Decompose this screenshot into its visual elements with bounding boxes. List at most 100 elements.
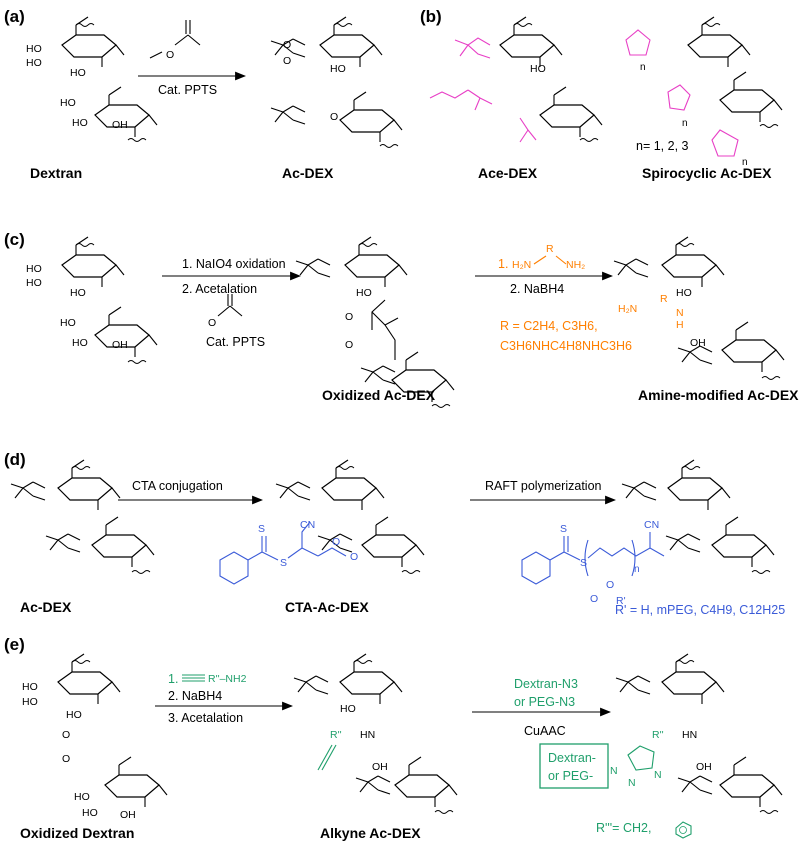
svg-text:OH: OH bbox=[690, 337, 706, 349]
svg-text:O: O bbox=[590, 593, 598, 605]
isopropenyl-methyl-ether-c: O bbox=[208, 294, 243, 329]
condition-cuaac: CuAAC bbox=[524, 724, 566, 738]
svg-text:n: n bbox=[640, 62, 646, 73]
alkyne-amine-reagent: 1. R''–NH2 bbox=[168, 672, 247, 686]
svg-text:H: H bbox=[676, 319, 684, 331]
svg-text:1.: 1. bbox=[168, 672, 178, 686]
azide-reagent-1: Dextran-N3 bbox=[514, 677, 578, 691]
svg-text:O: O bbox=[345, 339, 353, 351]
compound-name-oxidized-ac-dex: Oxidized Ac-DEX bbox=[322, 387, 436, 403]
svg-text:OH: OH bbox=[112, 119, 128, 131]
r-triple-prime-definition: R'''= CH2, bbox=[596, 821, 651, 835]
svg-text:O: O bbox=[62, 729, 70, 741]
svg-text:N: N bbox=[610, 765, 618, 777]
svg-text:S: S bbox=[258, 523, 265, 535]
compound-name-ace-dex: Ace-DEX bbox=[478, 165, 538, 181]
compound-name-acdex-d: Ac-DEX bbox=[20, 599, 72, 615]
panel-label-a: (a) bbox=[4, 7, 25, 26]
compound-name-acdex-a: Ac-DEX bbox=[282, 165, 334, 181]
svg-text:S: S bbox=[280, 557, 287, 569]
svg-text:HO: HO bbox=[676, 287, 692, 299]
svg-text:S: S bbox=[560, 523, 567, 535]
dextran-structure-a: HO HO HO HO HO OH bbox=[26, 16, 158, 142]
ace-dex-structure: HO bbox=[429, 16, 603, 143]
compound-name-alkyne-ac-dex: Alkyne Ac-DEX bbox=[320, 825, 421, 841]
svg-text:n: n bbox=[742, 157, 748, 168]
svg-text:O: O bbox=[283, 39, 291, 51]
svg-text:OH: OH bbox=[120, 809, 136, 821]
condition-e-acetalation: 3. Acetalation bbox=[168, 711, 243, 725]
svg-text:O: O bbox=[345, 311, 353, 323]
panel-label-c: (c) bbox=[4, 230, 25, 249]
svg-text:R: R bbox=[546, 243, 554, 255]
dextran-peg-box bbox=[539, 743, 609, 789]
svg-text:H₂N: H₂N bbox=[618, 303, 637, 315]
panel-label-e: (e) bbox=[4, 635, 25, 654]
catalyst-label-c: Cat. PPTS bbox=[206, 335, 265, 349]
svg-text:O: O bbox=[330, 111, 338, 123]
svg-text:HO: HO bbox=[22, 696, 38, 708]
svg-text:NH₂: NH₂ bbox=[566, 259, 585, 271]
r-prime-definition: R' = H, mPEG, C4H9, C12H25 bbox=[615, 603, 785, 617]
svg-text:HO: HO bbox=[26, 277, 42, 289]
svg-text:R''–NH2: R''–NH2 bbox=[208, 673, 247, 685]
svg-text:HO: HO bbox=[26, 43, 42, 55]
amine-modified-ac-dex-structure: HO H₂N R N H OH bbox=[613, 236, 785, 380]
svg-text:H₂N: H₂N bbox=[512, 259, 531, 271]
ac-dex-structure-d bbox=[10, 459, 155, 574]
svg-text:S: S bbox=[580, 557, 587, 569]
panel-label-b: (b) bbox=[420, 7, 442, 26]
r-group-definition-2: C3H6NHC4H8NHC3H6 bbox=[500, 339, 632, 353]
svg-text:CN: CN bbox=[644, 519, 659, 531]
r-group-definition: R = C2H4, C3H6, bbox=[500, 319, 598, 333]
svg-text:HO: HO bbox=[330, 63, 346, 75]
svg-text:HO: HO bbox=[72, 117, 88, 129]
svg-text:R'': R'' bbox=[330, 729, 342, 741]
svg-text:HO: HO bbox=[60, 317, 76, 329]
benzene-ring-icon bbox=[675, 821, 692, 839]
condition-d-step1: CTA conjugation bbox=[132, 479, 223, 493]
svg-text:OH: OH bbox=[696, 761, 712, 773]
svg-text:HO: HO bbox=[26, 263, 42, 275]
click-product-structure: R'' HN N N N OH bbox=[610, 653, 783, 814]
svg-text:HO: HO bbox=[66, 709, 82, 721]
ac-dex-structure-a: HO O O O bbox=[270, 16, 403, 148]
spirocyclic-ac-dex-structure: n n n bbox=[625, 16, 783, 168]
svg-text:HO: HO bbox=[340, 703, 356, 715]
compound-name-oxidized-dextran: Oxidized Dextran bbox=[20, 825, 134, 841]
svg-text:HO: HO bbox=[70, 67, 86, 79]
compound-name-cta-ac-dex: CTA-Ac-DEX bbox=[285, 599, 369, 615]
svg-text:HO: HO bbox=[74, 791, 90, 803]
condition-e-nabh4: 2. NaBH4 bbox=[168, 689, 222, 703]
svg-text:R: R bbox=[660, 293, 668, 305]
dextran-structure-c: HO HO HO HO HO OH bbox=[26, 236, 158, 364]
svg-text:HO: HO bbox=[72, 337, 88, 349]
compound-name-spirocyclic: Spirocyclic Ac-DEX bbox=[642, 165, 772, 181]
svg-text:O: O bbox=[62, 753, 70, 765]
svg-text:1.: 1. bbox=[498, 257, 508, 271]
condition-c-step2: 2. Acetalation bbox=[182, 282, 257, 296]
svg-text:N: N bbox=[628, 777, 636, 789]
compound-name-dextran-a: Dextran bbox=[30, 165, 82, 181]
svg-text:R': R' bbox=[616, 595, 626, 607]
ring-size-note: n= 1, 2, 3 bbox=[636, 139, 689, 153]
svg-text:n: n bbox=[634, 564, 640, 575]
svg-text:CN: CN bbox=[300, 519, 315, 531]
svg-text:HO: HO bbox=[82, 807, 98, 819]
svg-text:HO: HO bbox=[530, 63, 546, 75]
condition-c-nabh4: 2. NaBH4 bbox=[510, 282, 564, 296]
alkyne-ac-dex-structure: HO R'' HN OH bbox=[293, 653, 458, 814]
oxidized-ac-dex-structure: HO O O bbox=[295, 236, 455, 408]
svg-text:HN: HN bbox=[360, 729, 375, 741]
svg-text:R'': R'' bbox=[652, 729, 664, 741]
svg-text:O: O bbox=[606, 579, 614, 591]
panel-label-d: (d) bbox=[4, 450, 26, 469]
svg-text:HO: HO bbox=[26, 57, 42, 69]
catalyst-label-a: Cat. PPTS bbox=[158, 83, 217, 97]
svg-text:N: N bbox=[676, 307, 684, 319]
condition-c-step1: 1. NaIO4 oxidation bbox=[182, 257, 286, 271]
svg-text:O: O bbox=[208, 317, 216, 329]
svg-text:O: O bbox=[332, 536, 340, 548]
svg-text:O: O bbox=[350, 551, 358, 563]
